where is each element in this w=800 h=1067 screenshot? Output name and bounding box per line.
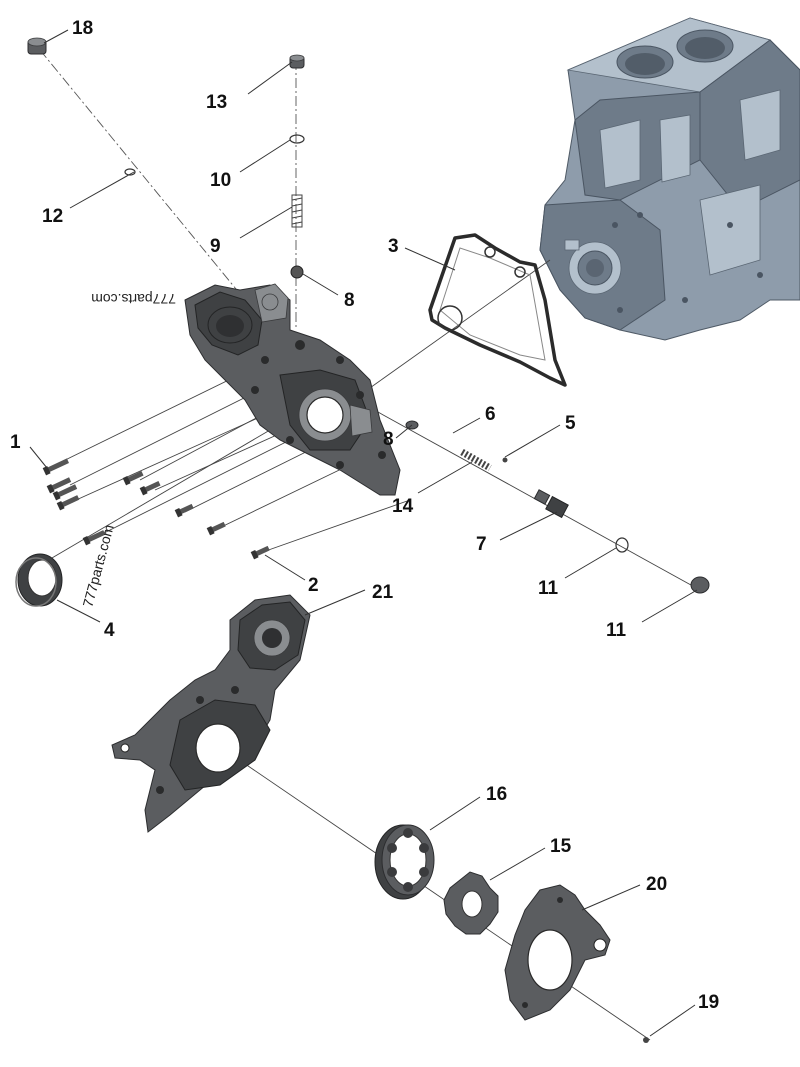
callout-8: 8 [383,429,394,450]
callout-7: 7 [476,534,487,555]
crankshaft-seal [15,553,63,607]
outer-rotor [374,824,435,900]
callout-11-bottom: 11 [538,578,559,599]
bolts-group [42,458,270,560]
pump-cover-plate [504,884,611,1021]
callout-2: 2 [308,575,319,596]
plug-14 [27,37,47,55]
oring-13 [124,168,136,176]
callout-15: 13 [206,92,227,113]
callout-19: 19 [698,992,719,1013]
cover-gasket [428,233,567,387]
engine-block [539,17,800,341]
callout-9: 8 [344,290,355,311]
callout-16: 14 [392,496,414,517]
watermarks: 777parts.com 777parts.com [79,291,176,609]
oring-11-bottom [615,537,629,553]
watermark-top: 777parts.com [91,291,176,307]
callout-4: 4 [104,620,115,641]
watermark-side: 777parts.com [79,523,116,609]
callout-11-top: 10 [210,170,231,191]
leader-lines [29,29,698,1037]
ball-9 [290,265,304,279]
callout-1: 1 [10,432,21,453]
piston-7 [533,489,569,519]
spring-16 [460,448,492,472]
plug-15 [289,54,305,69]
plug-12 [690,576,710,594]
callout-labels: 18 12 13 10 9 8 3 1 2 4 5 6 7 8 14 11 11… [10,18,719,1013]
callout-13: 12 [42,206,63,227]
callout-18: 16 [486,784,507,805]
callout-5: 5 [565,413,576,434]
front-cover-casting [184,283,401,496]
callout-10: 9 [210,236,221,257]
callout-17: 15 [550,836,572,857]
pin-5 [502,457,508,463]
screw-19 [643,1037,649,1043]
callout-21: 21 [372,582,394,603]
inner-rotor [443,871,499,935]
oring-11-top [289,134,305,144]
oil-pump-housing [111,594,311,833]
callout-20: 20 [646,874,667,895]
spring-10 [291,194,303,228]
callout-14: 18 [72,18,93,39]
callout-6: 6 [485,404,496,425]
callout-12: 11 [606,620,627,641]
callout-3: 3 [388,236,399,257]
